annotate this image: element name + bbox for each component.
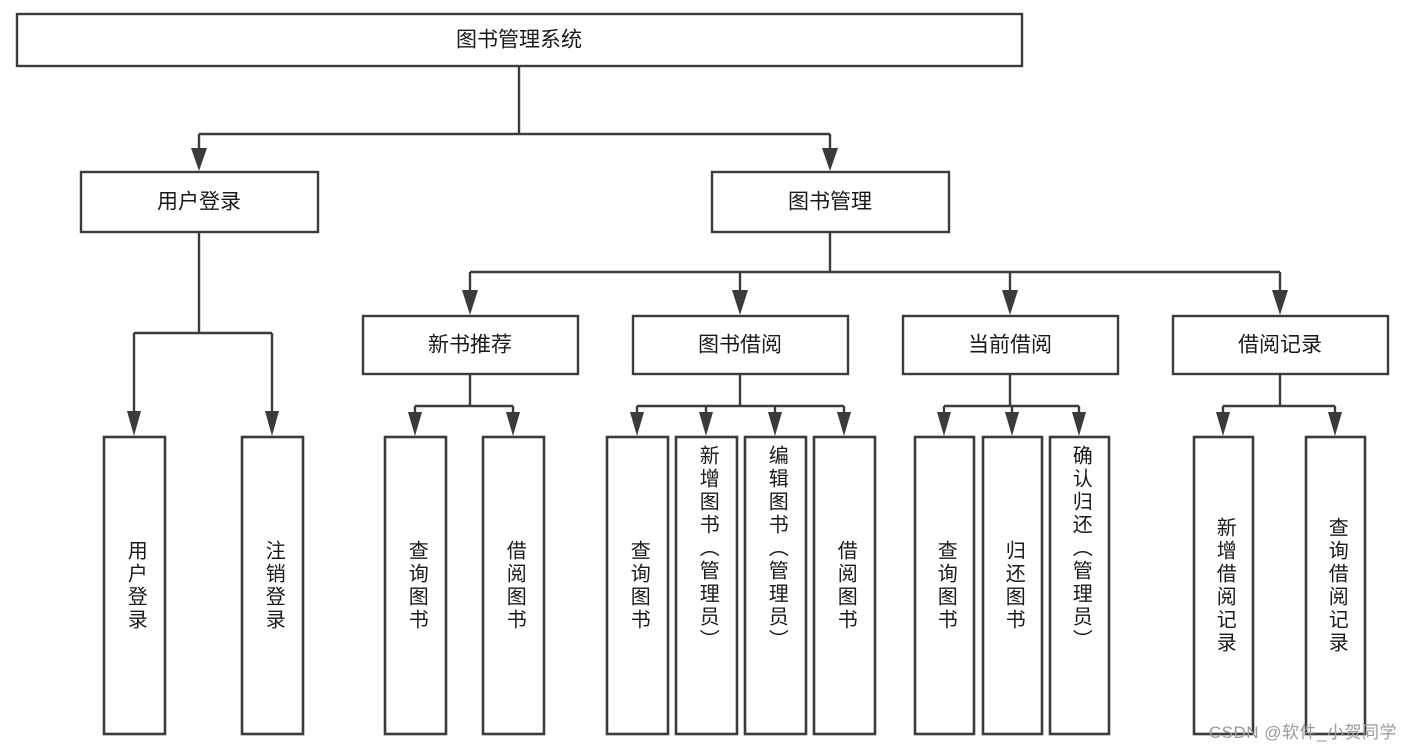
- arrow-to-leaf-query-book-2: [630, 412, 644, 436]
- arrow-to-leaf-query-book-1: [408, 412, 422, 436]
- leaf-query-book-3-box[interactable]: [913, 435, 976, 736]
- node-borrow-record-box[interactable]: [1171, 314, 1390, 376]
- node-user-login-label: 用户登录: [157, 191, 241, 214]
- node-root-label: 图书管理系统: [456, 29, 582, 52]
- node-borrow-record[interactable]: 借阅记录: [1171, 314, 1390, 376]
- arrow-to-book-borrow: [732, 290, 748, 315]
- node-current-borrow[interactable]: 当前借阅: [901, 314, 1120, 376]
- arrow-to-leaf-query-book-3: [937, 412, 951, 436]
- node-book-manage[interactable]: 图书管理: [710, 170, 951, 234]
- node-borrow-record-label: 借阅记录: [1238, 334, 1322, 357]
- leaf-user-login-box[interactable]: [102, 435, 167, 736]
- node-user-login[interactable]: 用户登录: [79, 170, 320, 234]
- leaf-confirm-return-box[interactable]: [1048, 435, 1111, 736]
- node-book-borrow[interactable]: 图书借阅: [631, 314, 850, 376]
- arrow-to-leaf-edit-book: [768, 412, 782, 436]
- arrow-to-book-manage: [822, 148, 838, 171]
- node-new-book-rec-box[interactable]: [361, 314, 580, 376]
- leaf-user-logout-box[interactable]: [240, 435, 305, 736]
- arrow-to-leaf-add-book: [699, 412, 713, 436]
- connector-group-new-book-rec: [408, 375, 520, 436]
- arrow-to-user-login: [191, 148, 207, 171]
- arrow-to-leaf-user-login: [127, 411, 141, 436]
- arrow-to-new-book-rec: [462, 290, 478, 315]
- node-new-book-rec-label: 新书推荐: [428, 334, 512, 357]
- connector-group-book-borrow: [630, 375, 851, 436]
- leaf-edit-book-box[interactable]: [743, 435, 808, 736]
- leaf-boxes: [102, 435, 1367, 736]
- connector-group-current-borrow: [937, 375, 1086, 436]
- arrow-to-current-borrow: [1002, 290, 1018, 315]
- leaf-query-record-box[interactable]: [1304, 435, 1367, 736]
- arrow-to-leaf-user-logout: [265, 411, 279, 436]
- arrow-to-leaf-return-book: [1005, 412, 1019, 436]
- leaf-query-book-2-box[interactable]: [605, 435, 670, 736]
- arrow-to-leaf-borrow-book-1: [506, 412, 520, 436]
- node-book-borrow-box[interactable]: [631, 314, 850, 376]
- leaf-add-book-box[interactable]: [674, 435, 739, 736]
- connector-group-book-manage: [462, 232, 1288, 315]
- arrow-to-leaf-borrow-book-2: [837, 412, 851, 436]
- connector-group-root: [191, 66, 838, 171]
- node-book-manage-label: 图书管理: [788, 191, 872, 214]
- node-root-box[interactable]: [15, 12, 1024, 68]
- node-user-login-box[interactable]: [79, 170, 320, 234]
- leaf-borrow-book-2-box[interactable]: [812, 435, 877, 736]
- arrow-to-borrow-record: [1272, 290, 1288, 315]
- node-book-borrow-label: 图书借阅: [698, 334, 782, 357]
- node-current-borrow-box[interactable]: [901, 314, 1120, 376]
- node-new-book-rec[interactable]: 新书推荐: [361, 314, 580, 376]
- watermark: CSDN @软件_小贺同学: [1208, 723, 1397, 742]
- connector-group-user-login: [127, 232, 279, 436]
- arrow-to-leaf-query-record: [1328, 412, 1342, 436]
- arrow-to-leaf-add-record: [1216, 412, 1230, 436]
- arrow-to-leaf-confirm-return: [1072, 412, 1086, 436]
- node-book-manage-box[interactable]: [710, 170, 951, 234]
- leaf-add-record-box[interactable]: [1192, 435, 1255, 736]
- node-current-borrow-label: 当前借阅: [968, 334, 1052, 357]
- node-root[interactable]: 图书管理系统: [15, 12, 1024, 68]
- connector-group-borrow-record: [1216, 375, 1342, 436]
- leaf-query-book-1-box[interactable]: [383, 435, 448, 736]
- leaf-borrow-book-1-box[interactable]: [481, 435, 546, 736]
- leaf-return-book-box[interactable]: [981, 435, 1044, 736]
